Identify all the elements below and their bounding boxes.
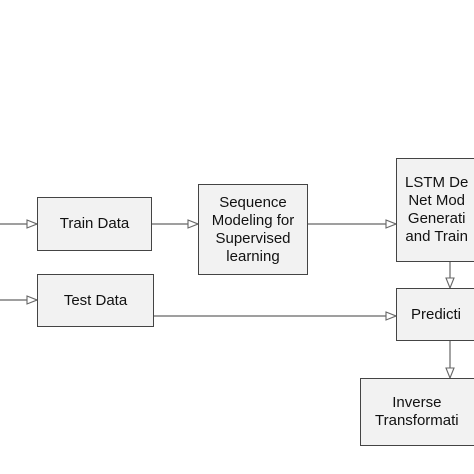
prediction-label: Predicti [411, 305, 462, 323]
lstm-model-line-3: Generati [407, 210, 466, 227]
prediction-box: Predicti [396, 288, 474, 341]
sequence-modeling-line-3: Supervised [215, 229, 291, 247]
lstm-model-line-2: Net Mod [408, 192, 466, 209]
sequence-modeling-line-1: Sequence [219, 193, 287, 211]
sequence-modeling-box: Sequence Modeling for Supervised learnin… [198, 184, 308, 275]
test-data-label: Test Data [63, 291, 128, 309]
inverse-transformation-box: Inverse Transformati [360, 378, 474, 446]
lstm-model-line-1: LSTM De [405, 174, 469, 191]
train-data-box: Train Data [37, 197, 152, 251]
test-data-box: Test Data [37, 274, 154, 327]
sequence-modeling-line-2: Modeling for [211, 211, 295, 229]
inverse-transformation-line-2: Transformati [375, 412, 459, 429]
train-data-label: Train Data [59, 215, 130, 232]
inverse-transformation-line-1: Inverse [392, 394, 442, 411]
lstm-model-box: LSTM De Net Mod Generati and Train [396, 158, 474, 262]
lstm-model-line-4: and Train [405, 228, 468, 245]
sequence-modeling-line-4: learning [226, 247, 280, 265]
